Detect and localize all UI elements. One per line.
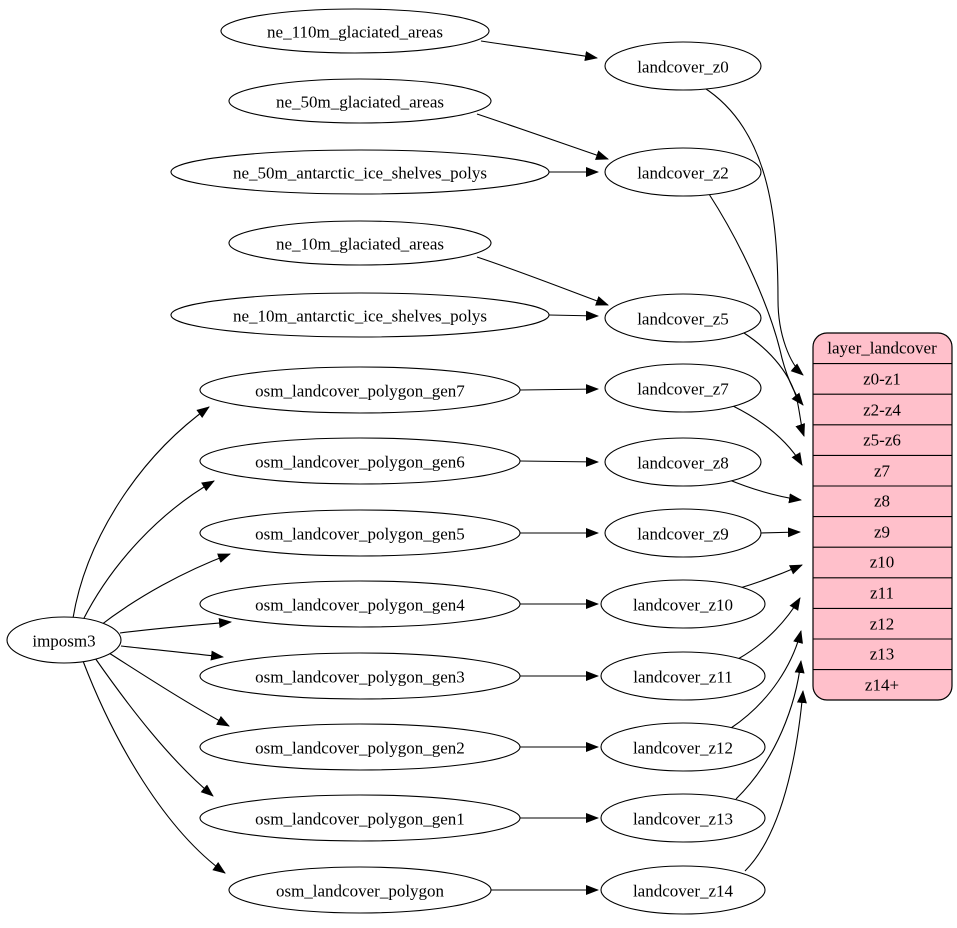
node-label: landcover_z10 bbox=[633, 596, 733, 615]
edge-layer bbox=[72, 40, 807, 895]
node-landcover_z12: landcover_z12 bbox=[600, 722, 766, 772]
table-row-z12: z12 bbox=[870, 615, 895, 634]
table-row-z2-z4: z2-z4 bbox=[863, 401, 901, 420]
node-label: landcover_z14 bbox=[633, 882, 734, 901]
edge-imposm3-osm_landcover_polygon_gen3 bbox=[120, 645, 224, 661]
node-layer: ne_110m_glaciated_areas ne_50m_glaciated… bbox=[6, 8, 766, 915]
node-label: landcover_z2 bbox=[637, 164, 729, 183]
node-label: ne_110m_glaciated_areas bbox=[267, 23, 443, 42]
node-ne_10m_antarctic_ice_shelves_polys: ne_10m_antarctic_ice_shelves_polys bbox=[170, 292, 550, 338]
table-row-z8: z8 bbox=[874, 492, 890, 511]
node-osm_landcover_polygon_gen5: osm_landcover_polygon_gen5 bbox=[199, 509, 521, 557]
node-landcover_z10: landcover_z10 bbox=[600, 579, 766, 629]
edge-landcover_z11-row-z11 bbox=[737, 597, 801, 660]
node-osm_landcover_polygon_gen1: osm_landcover_polygon_gen1 bbox=[199, 794, 521, 842]
edge-imposm3-osm_landcover_polygon_gen1 bbox=[94, 657, 214, 797]
node-label: imposm3 bbox=[32, 632, 95, 651]
node-landcover_z14: landcover_z14 bbox=[600, 865, 766, 915]
node-label: osm_landcover_polygon_gen7 bbox=[255, 382, 465, 401]
node-osm_landcover_polygon_gen3: osm_landcover_polygon_gen3 bbox=[199, 652, 521, 700]
table-row-z5-z6: z5-z6 bbox=[863, 431, 901, 450]
node-osm_landcover_polygon: osm_landcover_polygon bbox=[228, 866, 492, 914]
edge-imposm3-osm_landcover_polygon_gen7 bbox=[72, 406, 210, 619]
node-label: landcover_z13 bbox=[633, 810, 733, 829]
edge-landcover_z8-row-z8 bbox=[726, 478, 802, 504]
table-row-z0-z1: z0-z1 bbox=[863, 370, 901, 389]
table-row-z9: z9 bbox=[874, 523, 890, 542]
table-row-z10: z10 bbox=[870, 553, 895, 572]
node-label: osm_landcover_polygon_gen1 bbox=[255, 810, 465, 829]
node-landcover_z7: landcover_z7 bbox=[604, 363, 762, 413]
table-title: layer_landcover bbox=[827, 339, 937, 358]
node-ne_10m_glaciated_areas: ne_10m_glaciated_areas bbox=[228, 220, 492, 266]
edge-imposm3-osm_landcover_polygon_gen5 bbox=[96, 553, 231, 629]
node-label: osm_landcover_polygon_gen6 bbox=[255, 453, 465, 472]
node-osm_landcover_polygon_gen7: osm_landcover_polygon_gen7 bbox=[199, 366, 521, 414]
edge-imposm3-osm_landcover_polygon_gen6 bbox=[82, 480, 215, 621]
edge-ne_10m_antarctic_ice_shelves_polys-landcover_z5 bbox=[548, 310, 599, 321]
node-label: landcover_z7 bbox=[637, 380, 729, 399]
edge-landcover_z0-row-z0-z1 bbox=[702, 86, 804, 376]
edge-landcover_z12-row-z12 bbox=[730, 630, 803, 729]
edge-landcover_z13-row-z13 bbox=[735, 660, 805, 800]
edge-imposm3-osm_landcover_polygon_gen2 bbox=[108, 652, 230, 727]
node-label: osm_landcover_polygon_gen5 bbox=[255, 525, 465, 544]
node-osm_landcover_polygon_gen4: osm_landcover_polygon_gen4 bbox=[199, 580, 521, 628]
edge-osm_landcover_polygon_gen7-landcover_z7 bbox=[519, 384, 599, 395]
node-landcover_z13: landcover_z13 bbox=[600, 793, 766, 843]
node-landcover_z5: landcover_z5 bbox=[604, 293, 762, 343]
edge-ne_110m_glaciated_areas-landcover_z0 bbox=[480, 40, 598, 62]
edge-landcover_z5-row-z5-z6 bbox=[743, 332, 805, 437]
table-row-z11: z11 bbox=[870, 584, 894, 603]
table-row-z13: z13 bbox=[870, 645, 895, 664]
table-layer_landcover: layer_landcover z0-z1 z2-z4 z5-z6 z7 z8 … bbox=[812, 332, 953, 701]
node-label: osm_landcover_polygon_gen2 bbox=[255, 739, 465, 758]
node-label: landcover_z12 bbox=[633, 739, 733, 758]
node-label: landcover_z0 bbox=[637, 58, 729, 77]
node-ne_50m_antarctic_ice_shelves_polys: ne_50m_antarctic_ice_shelves_polys bbox=[170, 149, 550, 195]
node-osm_landcover_polygon_gen6: osm_landcover_polygon_gen6 bbox=[199, 437, 521, 485]
edge-ne_50m_glaciated_areas-landcover_z2 bbox=[476, 113, 609, 160]
node-ne_50m_glaciated_areas: ne_50m_glaciated_areas bbox=[228, 78, 492, 124]
node-label: osm_landcover_polygon_gen3 bbox=[255, 668, 465, 687]
node-landcover_z8: landcover_z8 bbox=[604, 437, 762, 487]
node-label: osm_landcover_polygon_gen4 bbox=[255, 596, 465, 615]
edge-imposm3-osm_landcover_polygon_gen4 bbox=[119, 618, 232, 634]
edge-landcover_z9-row-z9 bbox=[760, 527, 801, 538]
node-landcover_z9: landcover_z9 bbox=[604, 508, 762, 558]
node-landcover_z0: landcover_z0 bbox=[604, 41, 762, 91]
node-landcover_z11: landcover_z11 bbox=[600, 651, 766, 701]
node-label: landcover_z5 bbox=[637, 310, 729, 329]
table-row-z14plus: z14+ bbox=[865, 676, 899, 695]
table-row-z7: z7 bbox=[874, 462, 891, 481]
node-label: ne_50m_antarctic_ice_shelves_polys bbox=[233, 164, 487, 183]
edge-osm_landcover_polygon_gen6-landcover_z8 bbox=[519, 456, 599, 467]
node-label: landcover_z8 bbox=[637, 454, 729, 473]
edge-imposm3-osm_landcover_polygon bbox=[82, 660, 226, 874]
node-label: ne_50m_glaciated_areas bbox=[276, 93, 444, 112]
edge-landcover_z14-row-z14plus bbox=[744, 690, 807, 872]
node-landcover_z2: landcover_z2 bbox=[604, 147, 762, 197]
edge-ne_10m_glaciated_areas-landcover_z5 bbox=[476, 256, 609, 306]
node-label: landcover_z9 bbox=[637, 525, 729, 544]
node-label: ne_10m_glaciated_areas bbox=[276, 235, 444, 254]
edge-landcover_z10-row-z10 bbox=[739, 564, 803, 589]
node-label: osm_landcover_polygon bbox=[276, 882, 445, 901]
edge-landcover_z7-row-z7 bbox=[732, 405, 803, 466]
node-label: landcover_z11 bbox=[633, 668, 732, 687]
node-label: ne_10m_antarctic_ice_shelves_polys bbox=[233, 307, 487, 326]
node-ne_110m_glaciated_areas: ne_110m_glaciated_areas bbox=[220, 8, 490, 54]
node-osm_landcover_polygon_gen2: osm_landcover_polygon_gen2 bbox=[199, 723, 521, 771]
node-imposm3: imposm3 bbox=[6, 616, 122, 664]
